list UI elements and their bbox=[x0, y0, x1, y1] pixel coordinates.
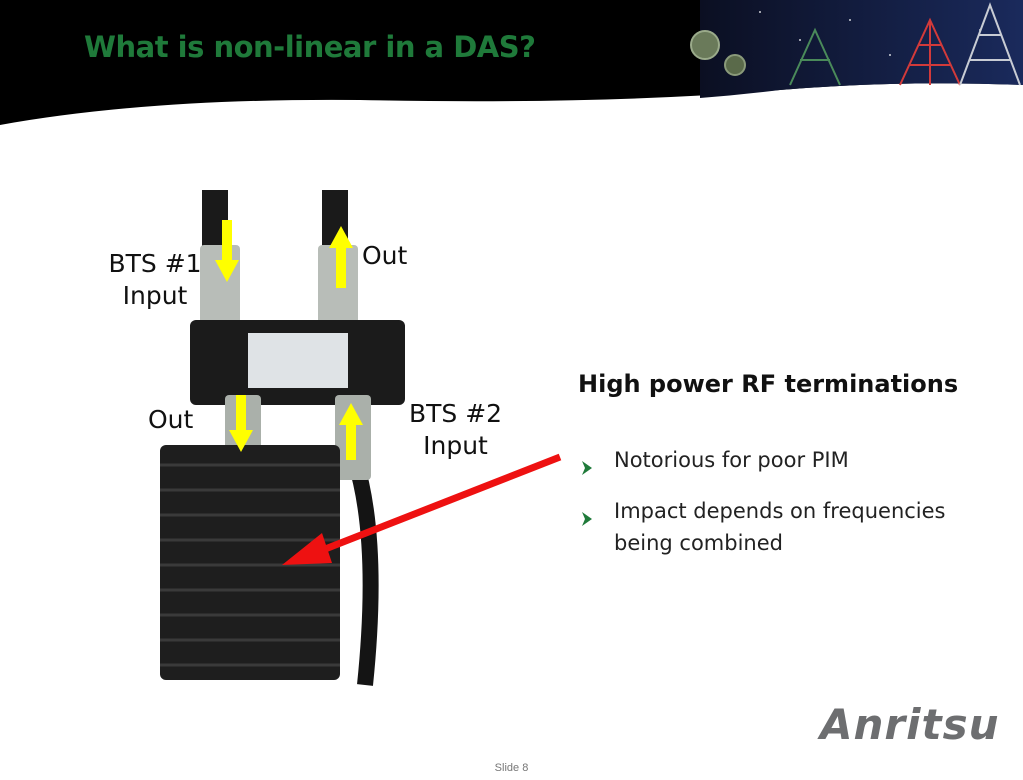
arrow-icon bbox=[229, 395, 253, 452]
arrow-icon bbox=[215, 220, 239, 282]
arrow-icon bbox=[329, 226, 353, 288]
label-bts2-input: BTS #2 Input bbox=[408, 399, 503, 460]
label-out-top: Out bbox=[362, 241, 408, 270]
arrow-icon bbox=[339, 403, 363, 460]
label-out-left: Out bbox=[148, 405, 194, 434]
slide-number: Slide 8 bbox=[494, 762, 529, 774]
page-title: What is non-linear in a DAS? bbox=[84, 30, 536, 64]
pointer-arrow-icon bbox=[282, 453, 562, 565]
list-item: Notorious for poor PIM bbox=[580, 444, 1000, 485]
list-item: Impact depends on frequencies being comb… bbox=[580, 495, 1000, 559]
bullet-text: Notorious for poor PIM bbox=[614, 448, 849, 472]
combiner-photo bbox=[140, 190, 420, 690]
label-bts1-input: BTS #1 Input bbox=[108, 249, 202, 310]
anritsu-logo: Anritsu bbox=[820, 700, 1000, 749]
chevron-right-icon bbox=[580, 495, 614, 536]
bullet-list: Notorious for poor PIM Impact depends on… bbox=[580, 444, 1000, 569]
header-background bbox=[0, 0, 1023, 125]
bullet-text: Impact depends on frequencies being comb… bbox=[614, 499, 946, 555]
section-heading: High power RF terminations bbox=[578, 370, 959, 398]
tower-graphic bbox=[690, 2, 1021, 86]
chevron-right-icon bbox=[580, 444, 614, 485]
header-banner bbox=[0, 0, 1023, 140]
